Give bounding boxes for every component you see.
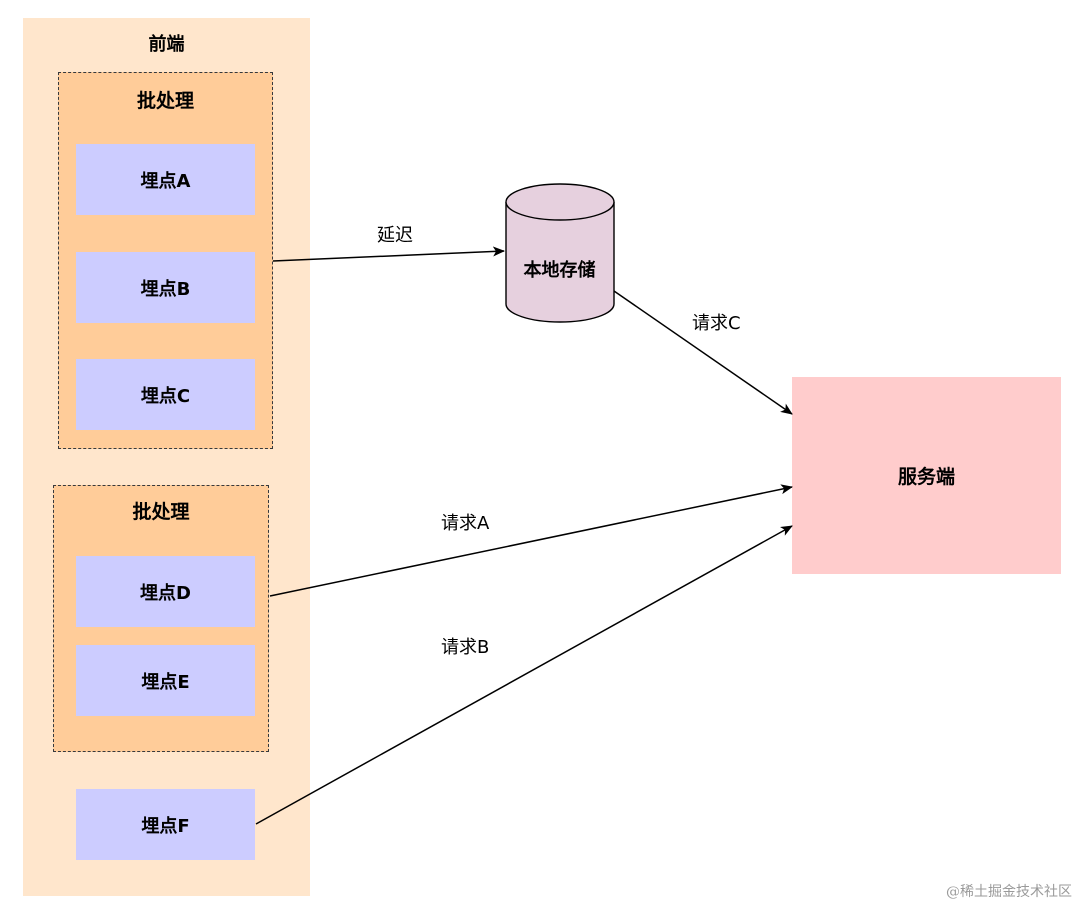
edge-label-request-c: 请求C (692, 313, 741, 334)
server-node: 服务端 (792, 377, 1061, 574)
edge-label-request-a: 请求A (441, 513, 490, 534)
tracking-point-c: 埋点C (76, 359, 255, 430)
edge-label-request-b: 请求B (441, 637, 490, 658)
frontend-title: 前端 (148, 34, 185, 55)
edge-request-b-arrow (255, 525, 793, 825)
local-storage-label: 本地存储 (523, 260, 596, 281)
batch-group-1-title: 批处理 (136, 90, 194, 112)
edge-request-a-arrow (269, 484, 793, 597)
tracking-point-f: 埋点F (76, 789, 255, 860)
edge-delay-arrow (272, 246, 505, 262)
tracking-point-b: 埋点B (76, 252, 255, 323)
edge-label-delay: 延迟 (377, 225, 413, 246)
local-storage-cylinder (505, 183, 615, 323)
edge-request-c-arrow (613, 290, 793, 415)
batch-group-2-title: 批处理 (132, 501, 190, 523)
tracking-point-a: 埋点A (76, 144, 255, 215)
tracking-point-e: 埋点E (76, 645, 255, 716)
tracking-point-d: 埋点D (76, 556, 255, 627)
watermark: @稀土掘金技术社区 (946, 884, 1072, 900)
